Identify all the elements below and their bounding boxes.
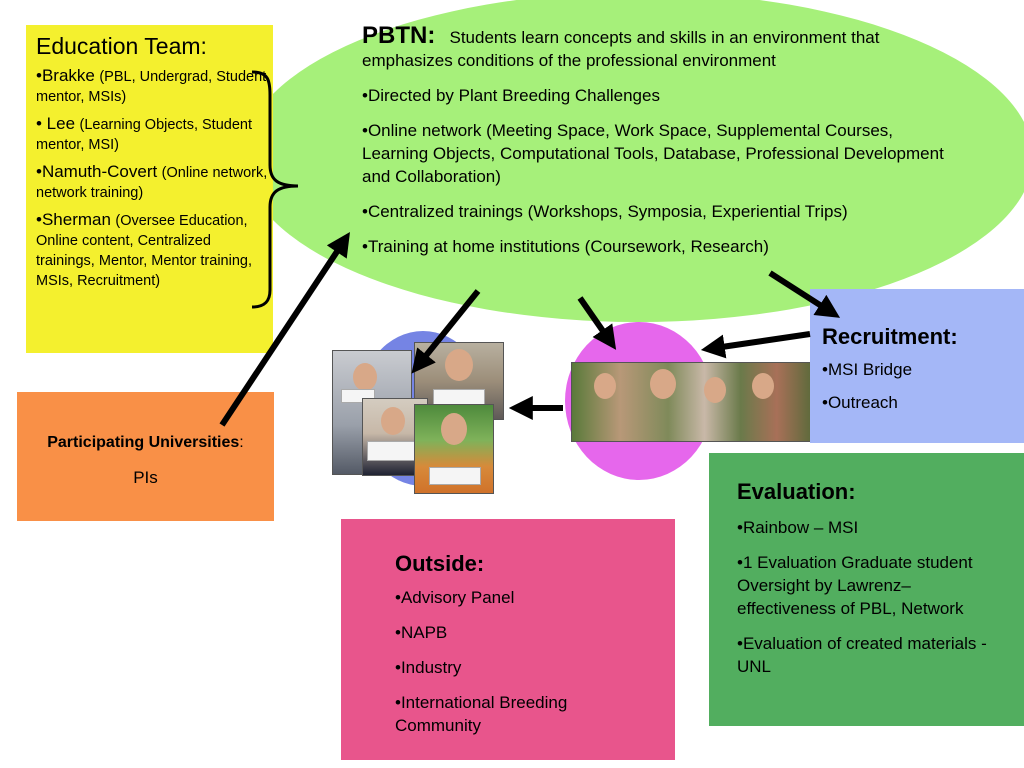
- universities-subtitle: PIs: [133, 468, 158, 487]
- outside-item: •NAPB: [395, 623, 448, 642]
- pbtn-bullet: •Directed by Plant Breeding Challenges: [362, 86, 660, 105]
- group-photo: [571, 362, 814, 442]
- team-member: •Sherman (Oversee Education, Online cont…: [36, 210, 252, 289]
- outside-item: •Industry: [395, 658, 462, 677]
- outside-box: Outside: •Advisory Panel •NAPB •Industry…: [341, 519, 675, 760]
- education-team-box: Education Team: •Brakke (PBL, Undergrad,…: [26, 25, 273, 353]
- evaluation-title: Evaluation:: [737, 479, 856, 504]
- recruitment-box: Recruitment: •MSI Bridge •Outreach: [810, 289, 1024, 443]
- pbtn-ellipse: [243, 0, 1024, 322]
- evaluation-item: •Rainbow – MSI: [737, 518, 859, 537]
- outside-item: •Advisory Panel: [395, 588, 515, 607]
- recruitment-title: Recruitment:: [822, 324, 958, 349]
- outside-title: Outside:: [395, 551, 485, 576]
- outside-item: •International Breeding Community: [395, 693, 568, 735]
- education-team-title: Education Team:: [36, 33, 207, 59]
- recruitment-item: •MSI Bridge: [822, 360, 913, 379]
- pbtn-content: PBTN: Students learn concepts and skills…: [362, 24, 952, 270]
- participating-universities-box: Participating Universities: PIs: [17, 392, 274, 521]
- pbtn-bullet: •Centralized trainings (Workshops, Sympo…: [362, 202, 848, 221]
- evaluation-item: •1 Evaluation Graduate student Oversight…: [737, 553, 973, 618]
- pbtn-bullet: •Online network (Meeting Space, Work Spa…: [362, 121, 944, 186]
- evaluation-item: •Evaluation of created materials -UNL: [737, 634, 987, 676]
- recruitment-item: •Outreach: [822, 393, 898, 412]
- pbtn-intro: Students learn concepts and skills in an…: [362, 28, 880, 70]
- team-member: • Lee (Learning Objects, Student mentor,…: [36, 114, 252, 153]
- arrow-recruitment-to-recruits: [700, 331, 811, 359]
- team-member: •Brakke (PBL, Undergrad, Student mentor,…: [36, 66, 267, 105]
- pbtn-bullet: •Training at home institutions (Coursewo…: [362, 237, 769, 256]
- student-photo: [414, 404, 494, 494]
- evaluation-box: Evaluation: •Rainbow – MSI •1 Evaluation…: [709, 453, 1024, 726]
- pbtn-title: PBTN:: [362, 22, 436, 49]
- universities-title: Participating Universities: [47, 434, 240, 451]
- team-member: •Namuth-Covert (Online network, network …: [36, 162, 268, 201]
